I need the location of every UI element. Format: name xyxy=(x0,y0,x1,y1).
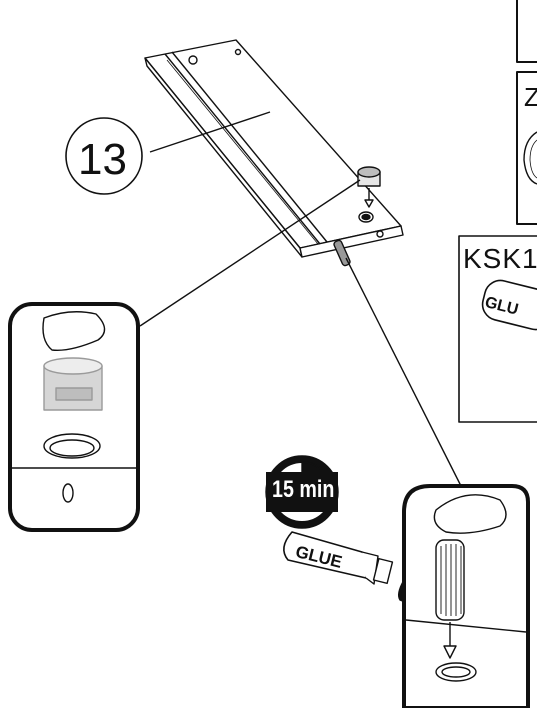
detail-dowel-glue xyxy=(404,486,528,708)
panel-z-label: Z xyxy=(524,84,537,110)
detail-cam-lock xyxy=(10,304,138,530)
detail-panel-z xyxy=(517,0,537,224)
step-number: 13 xyxy=(78,138,127,182)
timer-label: 15 min xyxy=(272,478,334,502)
panel-board-13 xyxy=(145,40,403,257)
panel-ksk1-label: KSK1 xyxy=(463,245,537,273)
